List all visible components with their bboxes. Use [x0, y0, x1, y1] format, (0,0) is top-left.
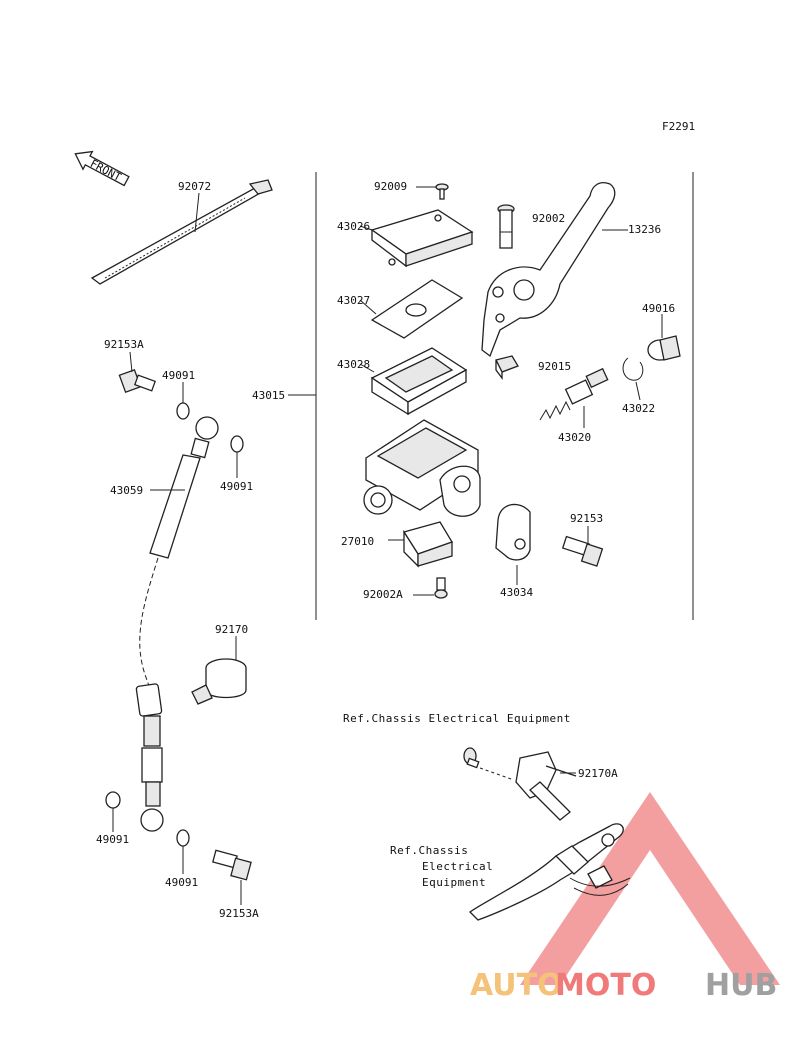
label-49091-d: 49091: [165, 876, 198, 889]
label-43020: 43020: [558, 431, 591, 444]
label-92153A-top: 92153A: [104, 338, 144, 351]
part-43020-piston-kit: [539, 367, 609, 428]
label-92002A: 92002A: [363, 588, 403, 601]
label-92009: 92009: [374, 180, 407, 193]
part-92009-screw: [416, 183, 449, 200]
watermark-triangle-icon: [520, 792, 780, 985]
label-43059: 43059: [110, 484, 143, 497]
part-43028-diaphragm: [359, 347, 468, 416]
part-92153A-bolt-bottom: [212, 849, 252, 905]
label-49091-b: 49091: [220, 480, 253, 493]
part-master-cylinder-body: [363, 419, 481, 517]
part-49091-washer-c: [105, 791, 121, 809]
label-43034: 43034: [500, 586, 533, 599]
part-92153-bolt: [561, 526, 604, 567]
part-92170-clamp: [191, 636, 247, 705]
label-43026: 43026: [337, 220, 370, 233]
part-92002-pivot-bolt: [497, 204, 515, 249]
label-49091-a: 49091: [162, 369, 195, 382]
label-92170: 92170: [215, 623, 248, 636]
reference-top: Ref.Chassis Electrical Equipment: [343, 712, 571, 725]
label-27010: 27010: [341, 535, 374, 548]
part-13236-brake-lever: [481, 181, 628, 358]
label-92002: 92002: [532, 212, 565, 225]
watermark-auto: AUTO: [470, 968, 563, 1003]
label-49016: 49016: [642, 302, 675, 315]
label-49091-c: 49091: [96, 833, 129, 846]
label-92170A: 92170A: [578, 767, 618, 780]
part-92170A-clamp-assembly: [463, 747, 577, 821]
reference-bottom-line1: Ref.Chassis: [390, 844, 468, 857]
reference-bottom-line2: Electrical: [422, 860, 493, 873]
diagram-code: F2291: [662, 120, 695, 133]
label-92153A-bottom: 92153A: [219, 907, 259, 920]
label-92153: 92153: [570, 512, 603, 525]
label-92072: 92072: [178, 180, 211, 193]
front-arrow-label: FRONT: [88, 157, 124, 184]
part-43034-holder: [495, 503, 531, 585]
reference-bottom-line3: Equipment: [422, 876, 486, 889]
part-49091-washer-d: [176, 829, 190, 847]
label-43027: 43027: [337, 294, 370, 307]
label-13236: 13236: [628, 223, 661, 236]
label-43028: 43028: [337, 358, 370, 371]
part-43022-circlip: [622, 357, 644, 401]
part-92072-cable-tie: [90, 179, 273, 285]
part-92002A-screw: [413, 577, 448, 599]
part-27010-brake-switch: [388, 521, 453, 568]
watermark-moto: MOTO: [555, 968, 656, 1003]
part-43059-brake-hose: [135, 416, 219, 832]
part-49091-washer-a: [176, 402, 190, 420]
part-49091-washer-b: [230, 435, 244, 453]
label-43022: 43022: [622, 402, 655, 415]
part-switch-lever-assembly: [469, 823, 631, 921]
watermark-logo: [520, 792, 780, 985]
front-arrow-icon: FRONT: [74, 150, 130, 187]
watermark-hub: HUB: [705, 968, 777, 1003]
part-43027-diaphragm-plate: [359, 279, 464, 339]
part-43026-reservoir-cap: [359, 209, 474, 268]
watermark-text: AUTO MOTO HUB: [470, 968, 777, 1003]
label-43015: 43015: [252, 389, 285, 402]
part-92015-nut: [495, 355, 519, 380]
part-92153A-bolt-top: [118, 351, 157, 394]
label-92015: 92015: [538, 360, 571, 373]
part-49016-dust-boot: [647, 314, 681, 361]
